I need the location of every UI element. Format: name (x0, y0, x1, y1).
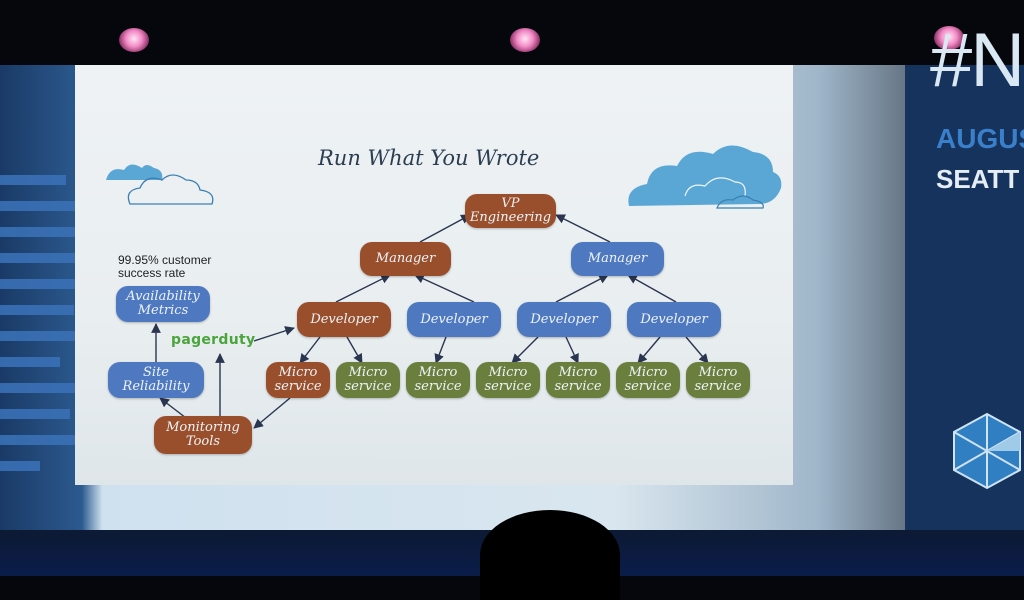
node-label: Micro (488, 365, 528, 381)
hexagon-logo-icon (953, 412, 1021, 490)
node-label: service (694, 379, 742, 394)
node-label: Micro (278, 365, 318, 381)
node-label: Tools (185, 434, 221, 449)
node-label: Micro (558, 365, 598, 381)
conference-city: SEATT (936, 164, 1020, 194)
node-label: Micro (418, 365, 458, 381)
node-label: Micro (348, 365, 388, 381)
node-label: service (274, 379, 322, 394)
node-label: Micro (698, 365, 738, 381)
node-label: VP (501, 196, 520, 212)
node-label: service (624, 379, 672, 394)
cloud-right-icon (628, 145, 782, 209)
stage-light-right (934, 26, 964, 50)
node-label: Manager (375, 251, 436, 267)
node-label: Availability (126, 289, 200, 305)
node-label: Micro (628, 365, 668, 381)
node-label: Engineering (469, 210, 552, 225)
bar-decoration (0, 175, 100, 530)
pagerduty-logo: pagerduty (171, 332, 256, 348)
node-label: service (414, 379, 462, 394)
caption-line: success rate (118, 266, 186, 281)
node-label: Developer (420, 311, 488, 327)
node-label: Developer (640, 311, 708, 327)
node-developer-1: Developer (297, 302, 391, 337)
node-label: Metrics (137, 303, 189, 318)
conference-hashtag: #N (930, 18, 1024, 103)
node-label: Site (143, 365, 169, 381)
node-manager-right: Manager (571, 242, 664, 276)
caption-line: 99.95% customer (118, 253, 212, 267)
node-label: service (554, 379, 602, 394)
node-developer-2: Developer (407, 302, 501, 337)
diagram-arrows (151, 214, 709, 429)
slide-title: Run What You Wrote (318, 146, 540, 170)
node-developer-3: Developer (517, 302, 611, 337)
audience-head (480, 510, 620, 600)
node-label: Developer (530, 311, 598, 327)
node-label: Developer (310, 311, 378, 327)
node-manager-left: Manager (360, 242, 451, 276)
stage-light-left (119, 28, 149, 52)
stage-light-center (510, 28, 540, 52)
node-label: service (344, 379, 392, 394)
node-label: Monitoring (166, 420, 240, 436)
availability-caption: 99.95% customer success rate (118, 253, 212, 281)
node-label: Manager (587, 251, 648, 267)
cloud-left-icon (106, 164, 214, 205)
node-label: Reliability (122, 379, 190, 394)
node-developer-4: Developer (627, 302, 721, 337)
node-label: service (484, 379, 532, 394)
